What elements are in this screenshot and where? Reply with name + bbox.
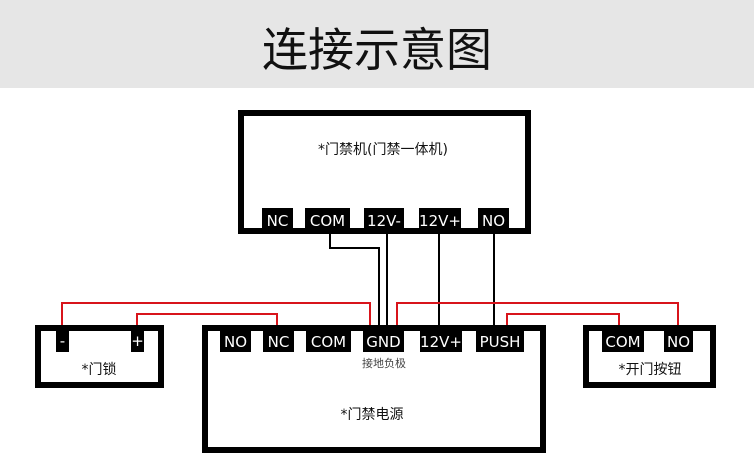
controller-box: *门禁机(门禁一体机) NC COM 12V- 12V+ NO: [238, 110, 531, 234]
controller-terminal-com: COM: [310, 212, 345, 230]
power-terminal-12v-plus: 12V+: [420, 333, 462, 351]
power-terminal-gnd: GND: [366, 333, 400, 351]
controller-terminal-12v-minus: 12V-: [367, 212, 401, 230]
button-label: *开门按钮: [619, 362, 682, 378]
wire-gnd-to-button-no: [396, 302, 679, 327]
wire-com-to-gnd: [329, 230, 380, 327]
header-band: [0, 0, 754, 88]
power-terminal-push: PUSH: [480, 333, 521, 351]
lock-terminal-plus: +: [131, 332, 144, 350]
wire-lock-plus-to-nc: [136, 313, 278, 330]
power-label: *门禁电源: [341, 407, 404, 423]
wire-push-to-button-com: [506, 313, 620, 327]
controller-label: *门禁机(门禁一体机): [318, 142, 448, 158]
button-terminal-com: COM: [605, 333, 640, 351]
exit-button-box: COM NO *开门按钮: [583, 325, 716, 388]
power-terminal-com: COM: [311, 333, 346, 351]
lock-box: - + *门锁: [35, 325, 164, 388]
controller-terminal-12v-plus: 12V+: [419, 212, 461, 230]
black-wires: [329, 230, 495, 327]
power-terminal-nc: NC: [268, 333, 290, 351]
lock-terminal-minus: -: [60, 332, 65, 350]
controller-terminal-nc: NC: [267, 212, 289, 230]
diagram-title: 连接示意图: [262, 23, 492, 77]
power-terminal-no: NO: [224, 333, 247, 351]
gnd-note: 接地负极: [362, 356, 406, 370]
controller-terminal-no: NO: [482, 212, 505, 230]
wire-lock-minus-to-gnd: [61, 302, 371, 330]
lock-label: *门锁: [82, 362, 117, 378]
button-terminal-no: NO: [667, 333, 690, 351]
red-wires: [61, 302, 679, 330]
power-supply-box: NO NC COM GND 12V+ PUSH 接地负极 *门禁电源: [202, 325, 546, 453]
